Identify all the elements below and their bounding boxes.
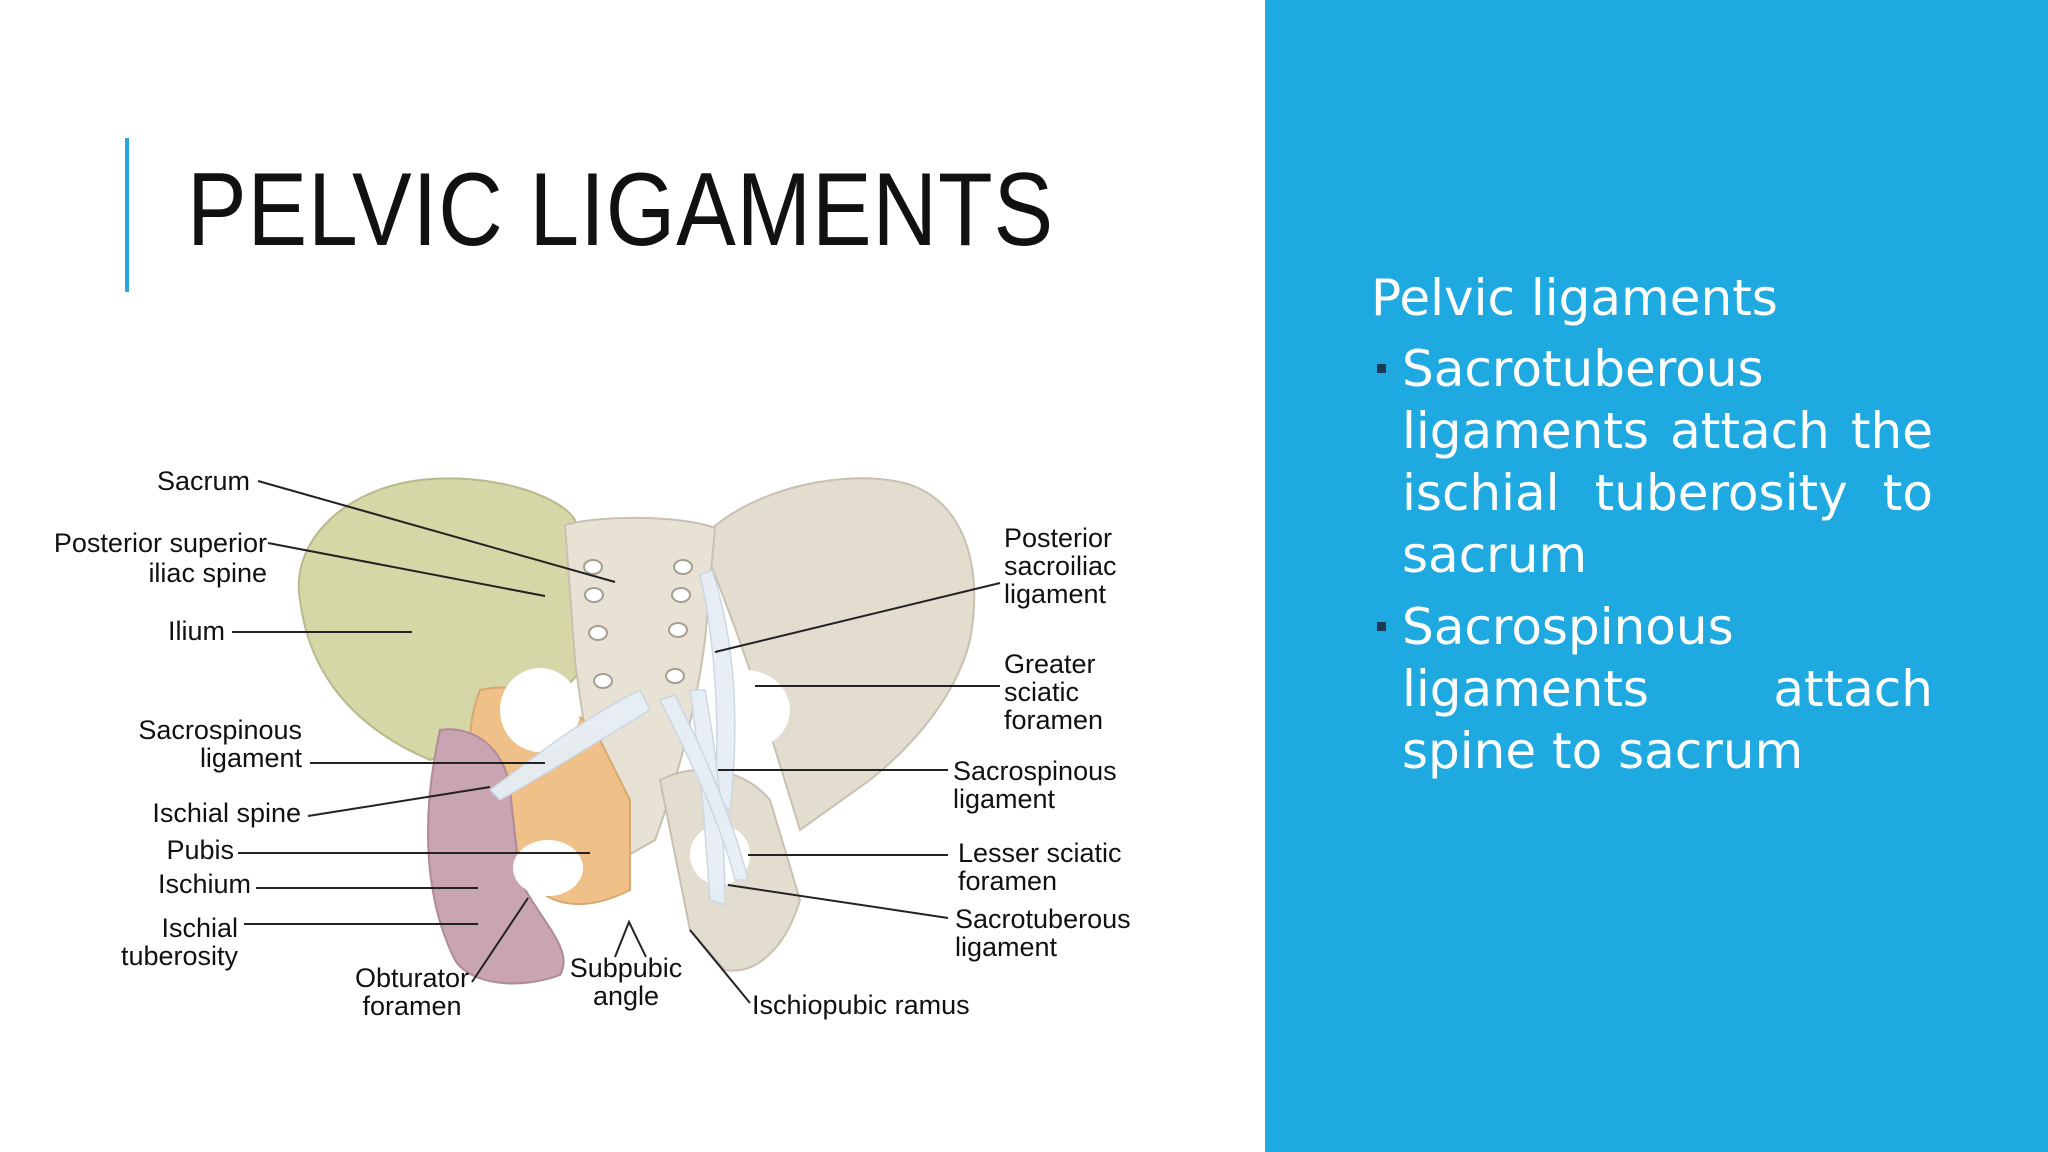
square-bullet-icon xyxy=(1377,622,1386,631)
bullet-text: Sacrotuberous ligaments attach the ischi… xyxy=(1402,340,1933,584)
square-bullet-icon xyxy=(1377,364,1386,373)
label-pubis: Pubis xyxy=(166,835,234,865)
label-sacrospinous-right-2: ligament xyxy=(953,784,1056,814)
label-obturator-1: Obturator xyxy=(355,963,469,993)
label-obturator-2: foramen xyxy=(362,991,461,1021)
label-ischial-tuberosity-1: Ischial xyxy=(161,913,238,943)
label-greater-sciatic-2: sciatic xyxy=(1004,677,1079,707)
label-posterior-si-1: Posterior xyxy=(1004,523,1112,553)
label-ischium: Ischium xyxy=(158,869,251,899)
bullet-list: Sacrotuberous ligaments attach the ischi… xyxy=(1377,338,1933,792)
bullet-text: Sacrospinous ligaments attach spine to s… xyxy=(1402,598,1933,780)
label-psis-1: Posterior superior xyxy=(54,528,267,558)
bullet-item-sacrospinous: Sacrospinous ligaments attach spine to s… xyxy=(1377,596,1933,782)
label-ischial-tuberosity-2: tuberosity xyxy=(121,941,239,971)
sacral-foramina xyxy=(583,559,693,689)
label-sacrum: Sacrum xyxy=(157,466,250,496)
label-posterior-si-2: sacroiliac xyxy=(1004,551,1117,581)
label-subpubic-1: Subpubic xyxy=(570,953,683,983)
ischium-shape xyxy=(427,728,565,985)
label-sacrotuberous-1: Sacrotuberous xyxy=(955,904,1131,934)
bullet-item-sacrotuberous: Sacrotuberous ligaments attach the ischi… xyxy=(1377,338,1933,586)
label-sacrospinous-left-1: Sacrospinous xyxy=(138,715,302,745)
label-sacrospinous-left-2: ligament xyxy=(200,743,303,773)
label-psis-2: iliac spine xyxy=(148,558,267,588)
leader-lines xyxy=(232,480,1001,1004)
label-lesser-sciatic-2: foramen xyxy=(958,866,1057,896)
ligaments xyxy=(488,568,749,907)
label-greater-sciatic-3: foramen xyxy=(1004,705,1103,735)
label-sacrospinous-right-1: Sacrospinous xyxy=(953,756,1117,786)
side-panel-heading: Pelvic ligaments xyxy=(1371,269,1778,327)
label-subpubic-2: angle xyxy=(593,981,659,1011)
left-greater-foramen xyxy=(500,668,580,752)
pelvis-diagram: Sacrum Posterior superior iliac spine Il… xyxy=(54,466,1131,1021)
label-posterior-si-3: ligament xyxy=(1004,579,1107,609)
label-ilium: Ilium xyxy=(168,616,225,646)
slide-content: PELVIC LIGAMENTS xyxy=(53,138,1131,1021)
label-greater-sciatic-1: Greater xyxy=(1004,649,1096,679)
slide-title: PELVIC LIGAMENTS xyxy=(187,152,1054,268)
label-sacrotuberous-2: ligament xyxy=(955,932,1058,962)
label-ischial-spine: Ischial spine xyxy=(152,798,301,828)
right-ilium-shape xyxy=(698,477,976,832)
label-ischiopubic-ramus: Ischiopubic ramus xyxy=(752,990,970,1020)
title-accent-bar xyxy=(125,138,129,292)
obturator-hole xyxy=(513,840,583,896)
label-lesser-sciatic-1: Lesser sciatic xyxy=(958,838,1122,868)
side-panel: Pelvic ligaments Sacrotuberous ligaments… xyxy=(1265,0,2048,1152)
